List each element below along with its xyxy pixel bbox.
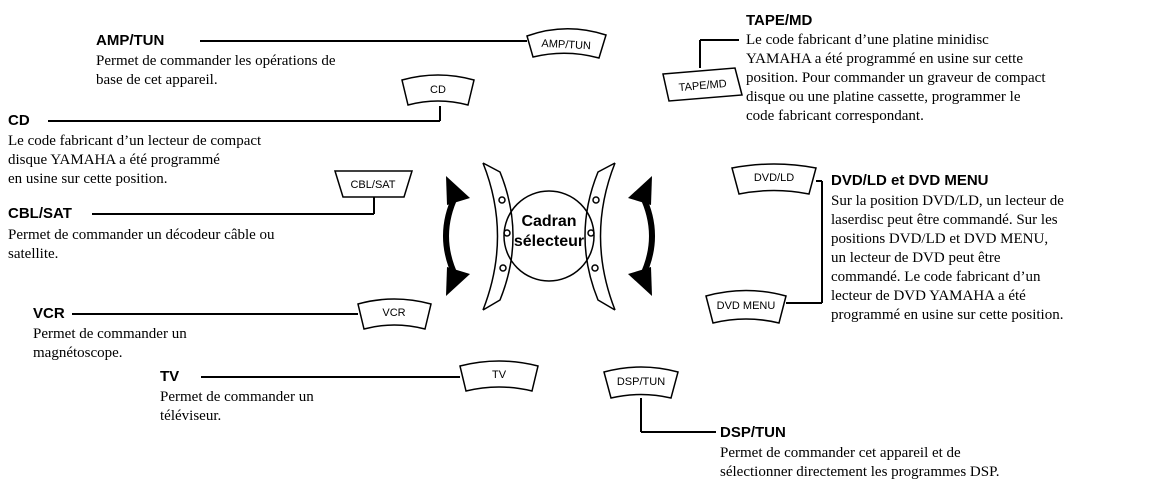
tv-label: TV (492, 369, 507, 381)
dsp-tun-description: Permet de commander cet appareil et de s… (720, 444, 1000, 482)
cd-tab (401, 74, 475, 106)
tv-line: Permet de commander un (160, 389, 314, 405)
tape-md-label: TAPE/MD (678, 78, 727, 94)
dial-label-line-2: sélecteur (513, 233, 585, 250)
dsp-tun-line: sélectionner directement les programmes … (720, 464, 1000, 480)
dvd-title: DVD/LD et DVD MENU (831, 172, 989, 189)
dvd-description: Sur la position DVD/LD, un lecteur de la… (831, 192, 1064, 325)
cd-title: CD (8, 112, 30, 129)
vcr-label: VCR (382, 307, 405, 319)
vcr-title: VCR (33, 305, 65, 322)
amp-tun-title: AMP/TUN (96, 32, 165, 49)
cbl-sat-line: Permet de commander un décodeur câble ou (8, 227, 275, 243)
cbl-sat-label: CBL/SAT (350, 179, 395, 191)
left-rotation-arrow (443, 176, 470, 296)
amp-tun-line: Permet de commander les opérations de (96, 53, 336, 69)
dsp-tun-line: Permet de commander cet appareil et de (720, 445, 961, 461)
cd-line: en usine sur cette position. (8, 171, 168, 187)
selector-dial (503, 190, 595, 282)
dvd-menu-tab (705, 289, 787, 324)
amp-tun-tab (526, 28, 607, 59)
cd-description: Le code fabricant d’un lecteur de compac… (8, 132, 261, 189)
tv-description: Permet de commander un téléviseur. (160, 388, 314, 426)
dvd-line: Sur la position DVD/LD, un lecteur de (831, 193, 1064, 209)
cd-label: CD (430, 84, 446, 96)
dvd-line: lecteur de DVD YAMAHA a été (831, 288, 1026, 304)
dvd-ld-label: DVD/LD (754, 172, 794, 184)
cbl-sat-line: satellite. (8, 246, 59, 262)
leader-lines (48, 39, 823, 433)
dsp-tun-label: DSP/TUN (617, 376, 665, 388)
vcr-line: Permet de commander un (33, 326, 187, 342)
dsp-tun-tab (603, 366, 679, 399)
dial-label: Cadran sélecteur (507, 212, 591, 252)
cd-line: disque YAMAHA a été programmé (8, 152, 220, 168)
tv-tab (459, 360, 539, 392)
right-rotation-arrow (628, 176, 655, 296)
dvd-ld-tab (731, 163, 817, 195)
tv-title: TV (160, 368, 180, 385)
cd-line: Le code fabricant d’un lecteur de compac… (8, 133, 262, 149)
tape-md-tab (662, 67, 743, 102)
left-bracket (482, 162, 514, 311)
amp-tun-label: AMP/TUN (541, 38, 591, 53)
tape-md-description: Le code fabricant d’une platine minidisc… (746, 31, 1046, 126)
vcr-tab (357, 298, 432, 330)
right-bracket (584, 162, 616, 311)
cbl-sat-title: CBL/SAT (8, 205, 72, 222)
dvd-menu-label: DVD MENU (717, 300, 776, 312)
amp-tun-line: base de cet appareil. (96, 72, 218, 88)
tape-md-line: position. Pour commander un graveur de c… (746, 70, 1046, 86)
tape-md-line: YAMAHA a été programmé en usine sur cett… (746, 51, 1024, 67)
cbl-sat-description: Permet de commander un décodeur câble ou… (8, 226, 275, 264)
dvd-line: positions DVD/LD et DVD MENU, (831, 231, 1049, 247)
tv-line: téléviseur. (160, 408, 222, 424)
dvd-line: programmé en usine sur cette position. (831, 307, 1064, 323)
vcr-line: magnétoscope. (33, 345, 123, 361)
dial-label-line-1: Cadran (521, 213, 577, 230)
dvd-line: laserdisc peut être commandé. Sur les (831, 212, 1058, 228)
dsp-tun-title: DSP/TUN (720, 424, 786, 441)
tape-md-line: code fabricant correspondant. (746, 108, 924, 124)
tape-md-line: Le code fabricant d’une platine minidisc (746, 32, 989, 48)
dvd-line: un lecteur de DVD peut être (831, 250, 1001, 266)
amp-tun-description: Permet de commander les opérations de ba… (96, 52, 336, 90)
dvd-line: commandé. Le code fabricant d’un (831, 269, 1041, 285)
cbl-sat-tab (333, 170, 414, 198)
tape-md-line: disque ou une platine cassette, programm… (746, 89, 1021, 105)
vcr-description: Permet de commander un magnétoscope. (33, 325, 187, 363)
tape-md-title: TAPE/MD (746, 12, 813, 29)
